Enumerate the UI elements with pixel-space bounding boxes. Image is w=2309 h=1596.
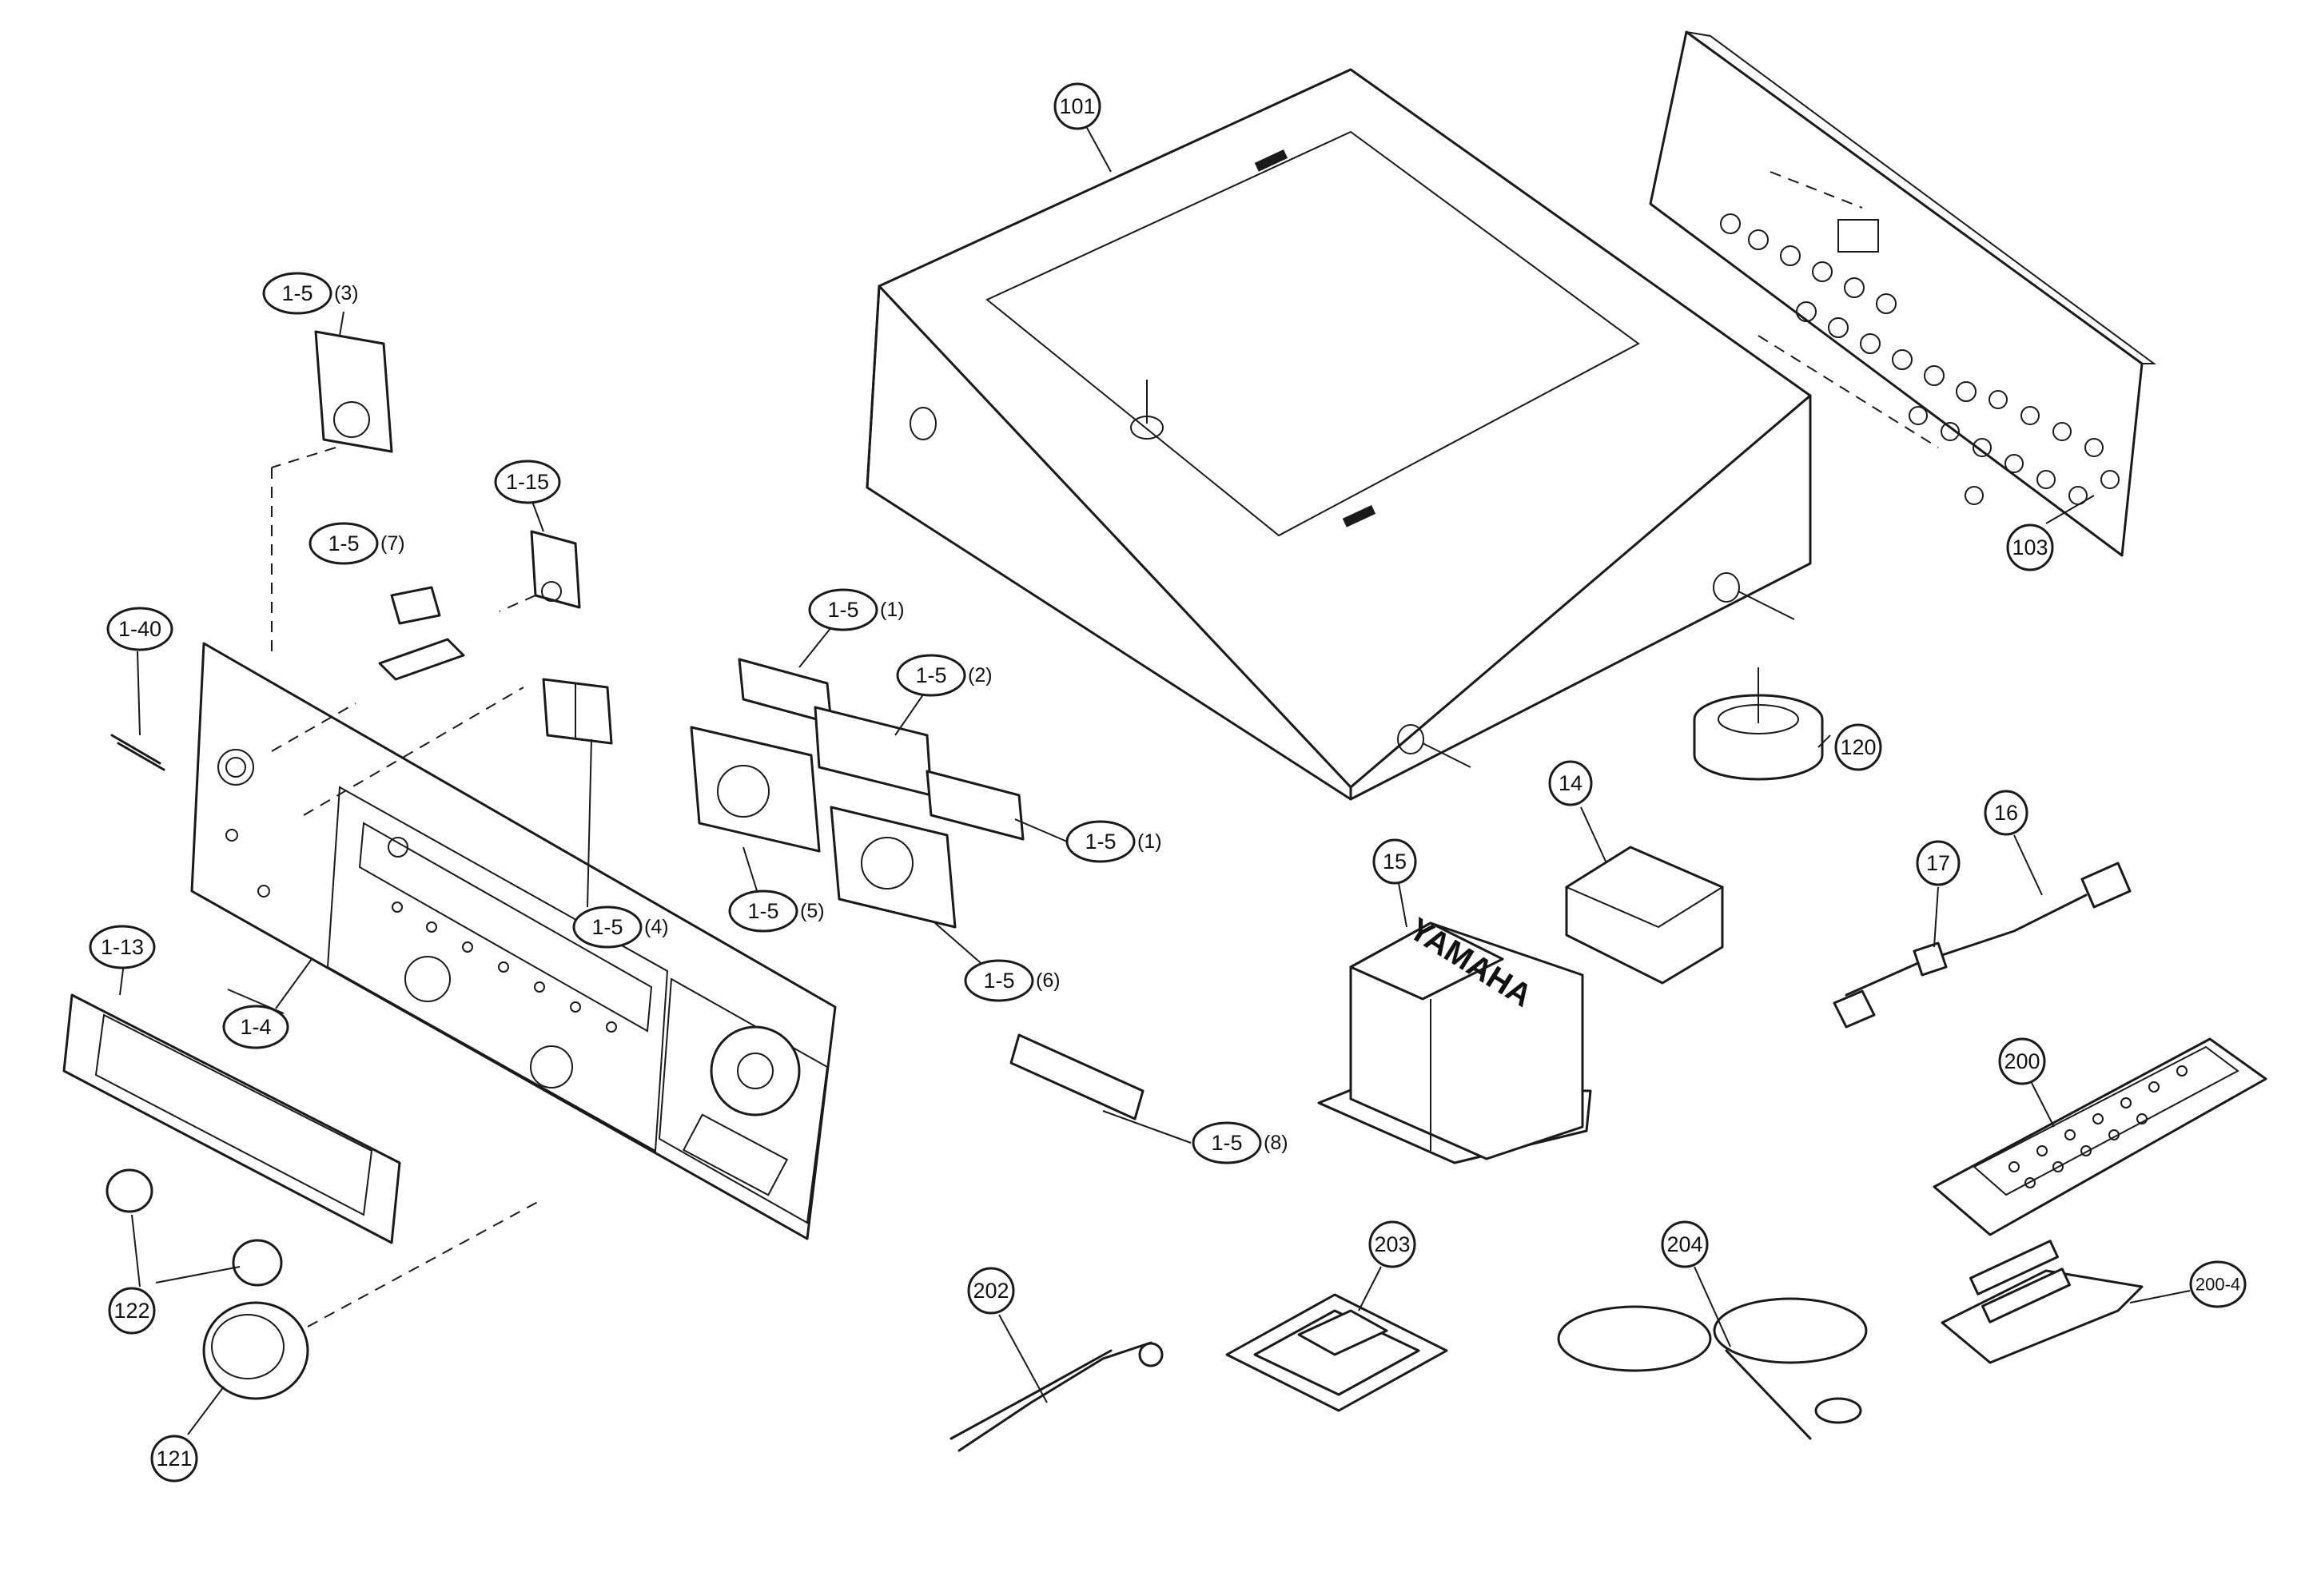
battery-cover xyxy=(1941,1240,2144,1364)
callout-1-5-3: 1-5 (3) xyxy=(262,272,359,315)
callout-1-5-1a-text: 1-5 xyxy=(827,598,858,622)
callout-1-15: 1-15 xyxy=(494,460,561,504)
callout-1-5-2: 1-5 (2) xyxy=(896,654,993,697)
knob-small xyxy=(105,1168,283,1287)
callout-1-5-7-suffix: (7) xyxy=(380,532,405,555)
remote-control xyxy=(1933,1037,2267,1236)
callout-1-5-1a-suffix: (1) xyxy=(880,599,905,621)
callout-120: 120 xyxy=(1834,723,1882,771)
callout-203-text: 203 xyxy=(1374,1232,1410,1256)
callout-14-text: 14 xyxy=(1559,771,1582,795)
callout-15-text: 15 xyxy=(1383,850,1407,874)
foot xyxy=(1693,667,1824,781)
callout-1-5-4-suffix: (4) xyxy=(644,916,669,938)
callout-16: 16 xyxy=(1984,790,2028,836)
callout-1-13: 1-13 xyxy=(89,925,156,969)
callout-204-text: 204 xyxy=(1666,1232,1702,1256)
callout-1-13-text: 1-13 xyxy=(101,935,144,959)
callout-120-text: 120 xyxy=(1840,735,1876,759)
callout-1-5-4: 1-5 (4) xyxy=(572,905,669,949)
cord-strain-relief xyxy=(1833,941,1948,1029)
callout-1-5-2-text: 1-5 xyxy=(915,663,946,687)
callout-202-text: 202 xyxy=(973,1279,1009,1303)
part-1-5-4 xyxy=(542,678,613,745)
callout-1-5-1b-text: 1-5 xyxy=(1085,830,1116,854)
callout-1-5-5-text: 1-5 xyxy=(747,899,778,923)
callout-1-5-1b-suffix: (1) xyxy=(1137,830,1162,853)
callout-101-text: 101 xyxy=(1059,94,1095,118)
callout-14: 14 xyxy=(1548,760,1593,806)
callout-1-5-5-suffix: (5) xyxy=(800,900,825,922)
callout-121-text: 121 xyxy=(156,1447,192,1471)
am-loop-antenna xyxy=(1225,1293,1448,1412)
callout-1-5-7: 1-5 (7) xyxy=(309,522,405,565)
volume-pot xyxy=(271,330,393,655)
part-1-5-2 xyxy=(814,706,933,797)
leader-lines xyxy=(119,127,2191,1435)
callout-1-5-6: 1-5 (6) xyxy=(964,959,1061,1002)
callout-200-4-text: 200-4 xyxy=(2196,1275,2240,1295)
part-1-5-5 xyxy=(690,726,821,853)
callout-1-5-1b: 1-5 (1) xyxy=(1065,820,1162,863)
callout-17: 17 xyxy=(1916,840,1961,886)
callout-203: 203 xyxy=(1368,1220,1416,1268)
callout-200-4: 200-4 xyxy=(2189,1260,2247,1308)
callout-1-5-6-text: 1-5 xyxy=(983,969,1014,993)
callout-103: 103 xyxy=(2006,523,2054,571)
callout-1-40: 1-40 xyxy=(106,607,173,651)
callout-1-5-2-suffix: (2) xyxy=(968,664,993,687)
callout-1-5-8-suffix: (8) xyxy=(1264,1132,1288,1154)
callout-1-4-text: 1-4 xyxy=(240,1015,271,1039)
callout-122-text: 122 xyxy=(113,1299,149,1323)
power-transformer: YAMAHA xyxy=(1317,911,1592,1164)
callout-103-text: 103 xyxy=(2012,535,2048,559)
callout-1-5-3-suffix: (3) xyxy=(334,282,359,304)
callout-202: 202 xyxy=(967,1267,1015,1315)
callout-1-5-7-text: 1-5 xyxy=(328,531,359,555)
callout-1-5-6-suffix: (6) xyxy=(1036,969,1061,992)
top-cover xyxy=(866,68,1812,801)
callout-1-4: 1-4 xyxy=(222,1005,289,1049)
switch-1-15 xyxy=(499,530,581,612)
rear-panel xyxy=(1649,30,2157,557)
callout-1-15-text: 1-15 xyxy=(506,470,549,494)
callout-1-5-8: 1-5 (8) xyxy=(1192,1121,1288,1164)
callout-122: 122 xyxy=(108,1287,156,1335)
callout-101: 101 xyxy=(1053,82,1101,130)
callout-1-5-8-text: 1-5 xyxy=(1211,1131,1242,1155)
cable-coil xyxy=(1557,1297,1868,1440)
callout-16-text: 16 xyxy=(1994,801,2018,825)
callout-1-5-5: 1-5 (5) xyxy=(728,890,825,933)
callout-17-text: 17 xyxy=(1926,851,1950,875)
callout-204: 204 xyxy=(1661,1220,1709,1268)
front-panel xyxy=(190,642,837,1240)
ac-power-cord xyxy=(1845,862,2132,997)
callout-1-5-3-text: 1-5 xyxy=(281,281,313,305)
callout-15: 15 xyxy=(1372,838,1417,885)
callout-200-text: 200 xyxy=(2004,1049,2040,1073)
part-1-5-6 xyxy=(830,806,957,929)
front-window xyxy=(62,993,401,1244)
part-1-5-1b xyxy=(926,770,1025,841)
box-part xyxy=(1564,846,1725,985)
knob-large xyxy=(202,1301,309,1400)
part-1-5-8 xyxy=(1009,1033,1145,1120)
callout-1-5-1a: 1-5 (1) xyxy=(808,588,905,631)
part-1-5-7 xyxy=(378,586,465,681)
callout-200: 200 xyxy=(1998,1037,2046,1085)
callout-121: 121 xyxy=(150,1435,198,1483)
callout-1-40-text: 1-40 xyxy=(118,617,161,641)
fm-antenna xyxy=(949,1341,1164,1452)
screw-1-40 xyxy=(110,734,165,771)
callout-1-5-4-text: 1-5 xyxy=(591,915,623,939)
